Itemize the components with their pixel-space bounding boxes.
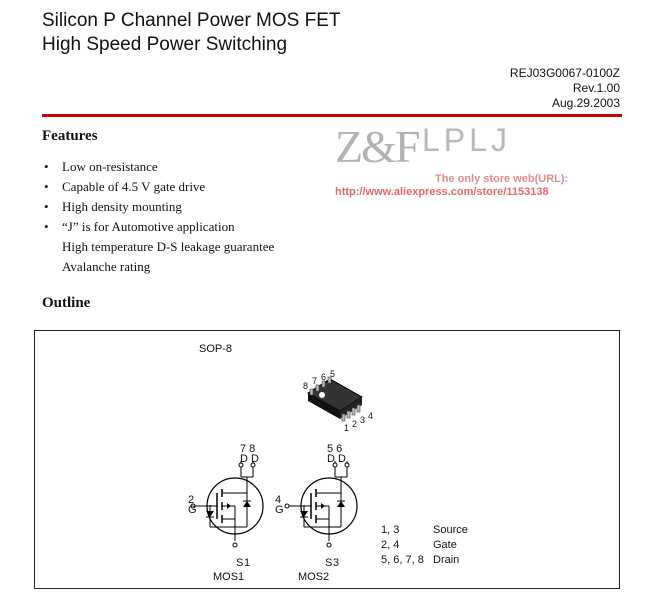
features-heading: Features xyxy=(42,128,98,144)
pkg-pin-7: 7 xyxy=(312,376,318,386)
document-subtitle: High Speed Power Switching xyxy=(42,34,288,55)
mos2-gate-pin: 4 xyxy=(275,494,282,506)
mos1-source-letter: S xyxy=(236,557,244,569)
mos1-symbol xyxy=(190,461,264,548)
mos1-gate-letter: G xyxy=(188,504,197,516)
bullet: • xyxy=(44,219,49,234)
watermark-url: http://www.aliexpress.com/store/1153138 xyxy=(335,186,549,198)
mos2-gate-letter: G xyxy=(275,504,284,516)
watermark-brand: LPLJ xyxy=(422,122,511,158)
watermark-tagline: The only store web(URL): xyxy=(435,173,569,185)
document-title: Silicon P Channel Power MOS FET xyxy=(42,10,341,31)
outline-box: SOP-8 8 7 6 5 1 2 3 4 xyxy=(34,330,620,589)
mos1-drain-pins: 7 8 xyxy=(240,443,256,455)
list-item: •Low on-resistance xyxy=(44,157,274,177)
revision: Rev.1.00 xyxy=(572,81,620,95)
sop8-package-icon xyxy=(307,376,363,422)
mos2-source-pin: 3 xyxy=(333,557,340,569)
watermark-logo: Z&F xyxy=(335,121,420,172)
mos1-gate-pin: 2 xyxy=(188,494,195,506)
mos1-drain-letters: D D xyxy=(240,453,259,465)
list-item: •“J” is for Automotive application xyxy=(44,217,274,237)
pkg-pin-2: 2 xyxy=(352,419,358,429)
pkg-pin-5: 5 xyxy=(330,369,336,379)
bullet: • xyxy=(44,179,49,194)
pkg-pin-4: 4 xyxy=(368,411,374,421)
pkg-pin-1: 1 xyxy=(344,423,350,433)
mos2-source-letter: S xyxy=(325,557,333,569)
features-list: •Low on-resistance •Capable of 4.5 V gat… xyxy=(44,157,274,277)
mos2-drain-letters: D D xyxy=(327,453,346,465)
mos2-symbol xyxy=(284,461,358,548)
date: Aug.29.2003 xyxy=(551,96,620,110)
package-label: SOP-8 xyxy=(199,343,233,355)
list-item: Avalanche rating xyxy=(62,259,151,274)
outline-heading: Outline xyxy=(42,295,91,311)
list-item: •Capable of 4.5 V gate drive xyxy=(44,177,274,197)
pkg-pin-6: 6 xyxy=(321,372,327,382)
store-watermark: Z&F LPLJ The only store web(URL): http:/… xyxy=(335,118,635,206)
pkg-pin-3: 3 xyxy=(360,415,366,425)
list-item: •High density mounting xyxy=(44,197,274,217)
bullet: • xyxy=(44,199,49,214)
bullet: • xyxy=(44,159,49,174)
mos1-source-pin: 1 xyxy=(244,557,251,569)
doc-number: REJ03G0067-0100Z xyxy=(509,66,620,80)
mos2-drain-pins: 5 6 xyxy=(327,443,343,455)
mos1-label: MOS1 xyxy=(213,571,245,583)
list-item: High temperature D-S leakage guarantee xyxy=(62,239,275,254)
mos2-label: MOS2 xyxy=(298,571,330,583)
header-divider xyxy=(42,114,622,117)
pkg-pin-8: 8 xyxy=(303,381,309,391)
